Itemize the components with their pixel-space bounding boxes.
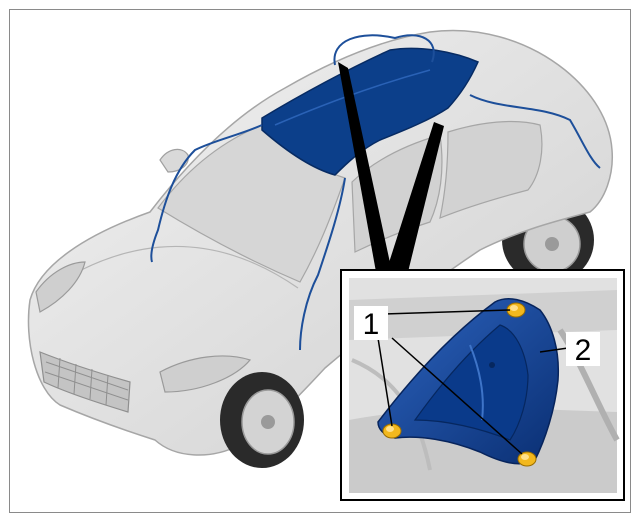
front-grille [39,351,131,413]
leader-wedge-left [338,62,392,272]
sunroof-panel [261,47,479,176]
callout-label-1: 1 [363,308,380,341]
car-illustration [27,29,614,468]
bracket-part-2 [377,298,560,465]
callout-label-2: 2 [575,334,592,367]
detail-inset: 1 2 [340,269,625,501]
callout-leaders [377,309,569,455]
fastener-left [382,423,402,439]
callout-1-box [354,306,388,340]
fastener-right [517,451,537,467]
headlight-left [35,261,86,313]
headlight-right [159,355,252,393]
callout-2-box [566,332,600,366]
leader-wedge-right [386,122,444,272]
side-window-rear [439,120,543,219]
front-wheel [220,372,304,468]
drain-hoses [150,34,601,351]
